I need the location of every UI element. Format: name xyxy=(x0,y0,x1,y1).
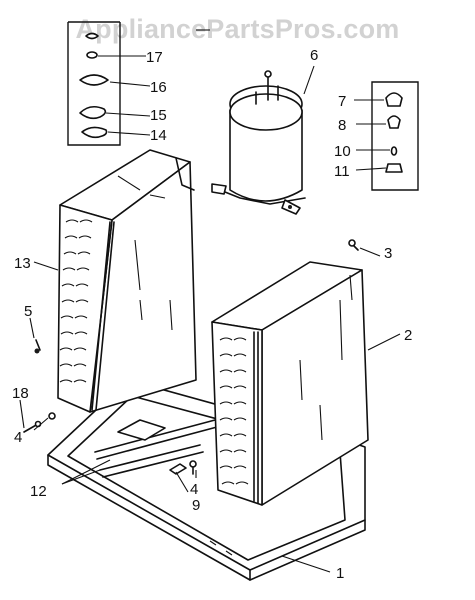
label-13: 13 xyxy=(14,255,31,272)
small-parts-box-right xyxy=(371,81,419,191)
screw-5 xyxy=(34,339,41,354)
callout-lines xyxy=(19,29,401,573)
label-6: 6 xyxy=(310,47,318,64)
label-15: 15 xyxy=(150,107,167,124)
label-9: 9 xyxy=(192,497,200,514)
compressor xyxy=(211,70,306,215)
coil-right xyxy=(211,261,369,506)
washer-4b xyxy=(189,460,197,475)
label-5: 5 xyxy=(24,303,32,320)
label-16: 16 xyxy=(150,79,167,96)
label-18: 18 xyxy=(12,385,29,402)
label-4b: 4 xyxy=(190,481,198,498)
washer-4a xyxy=(48,412,56,420)
part-labels: 1 2 3 4 4 5 6 7 8 9 10 11 12 13 14 15 16… xyxy=(12,47,412,582)
small-parts-box-left xyxy=(67,21,121,146)
label-11: 11 xyxy=(334,163,350,180)
label-2: 2 xyxy=(404,327,412,344)
label-17: 17 xyxy=(146,49,163,66)
label-4a: 4 xyxy=(14,429,22,446)
label-3: 3 xyxy=(384,245,392,262)
clip-9 xyxy=(169,463,187,475)
label-7: 7 xyxy=(338,93,346,110)
coil-left xyxy=(57,149,197,413)
label-8: 8 xyxy=(338,117,346,134)
screw-3 xyxy=(348,239,359,251)
label-1: 1 xyxy=(336,565,344,582)
label-10: 10 xyxy=(334,143,351,160)
label-12: 12 xyxy=(30,483,47,500)
label-14: 14 xyxy=(150,127,167,144)
